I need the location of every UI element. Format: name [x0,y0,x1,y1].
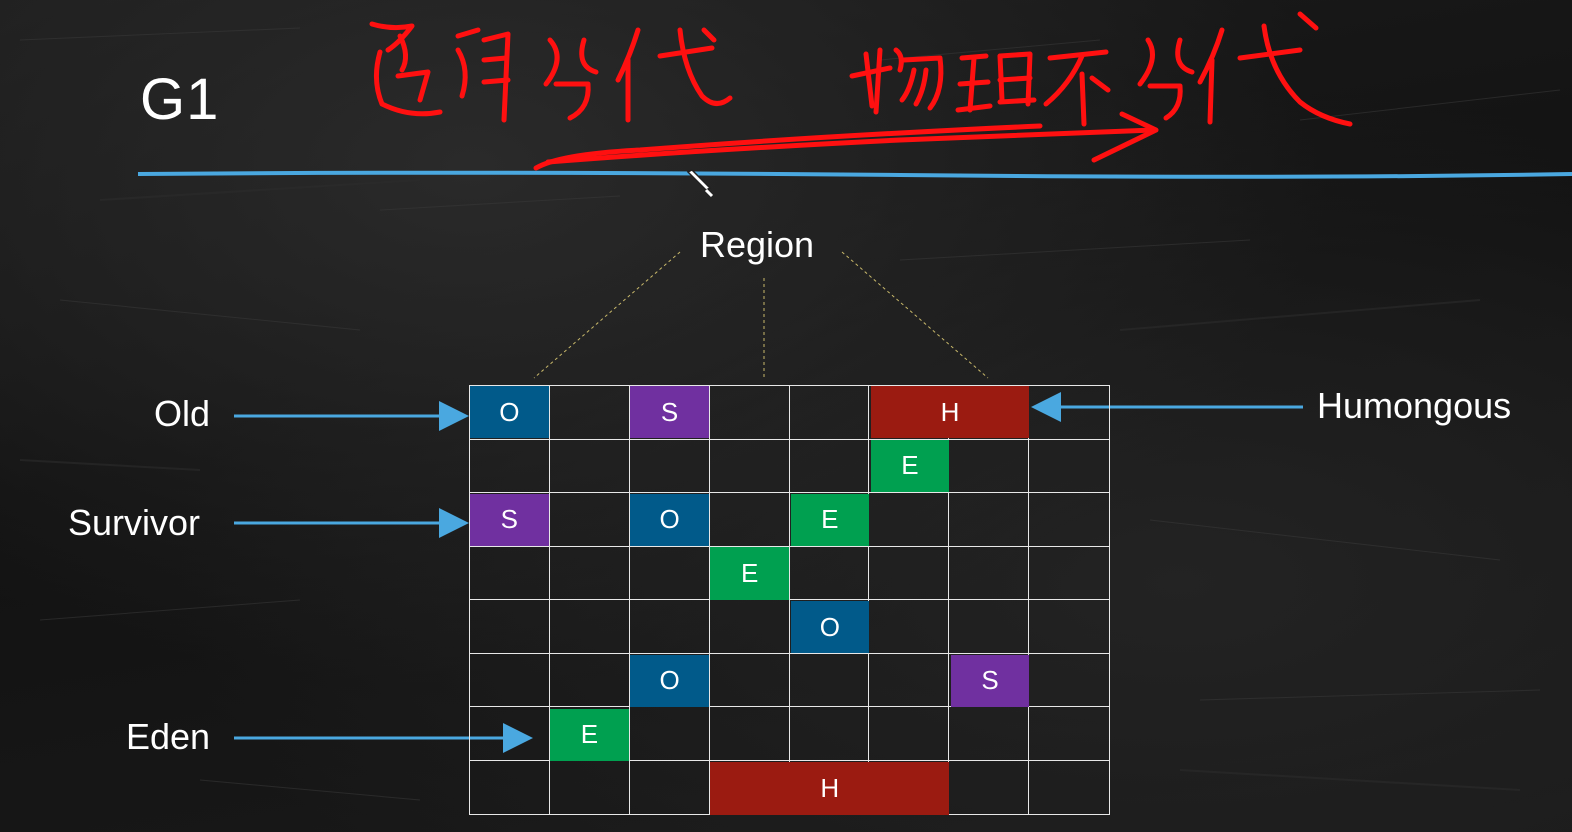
region-connector-right [841,251,989,379]
region-cell [789,439,870,493]
region-cell [550,760,630,814]
handwriting-left-phrase [369,21,733,123]
humongous-label: Humongous [1317,385,1512,426]
old-region-block: O [630,654,709,707]
eden-label: Eden [126,716,211,757]
region-cell [549,546,630,600]
old-region-block: O [630,493,709,546]
region-cell [629,707,710,761]
region-cell [470,439,550,493]
region-cell [470,493,550,547]
region-cell [869,653,950,707]
region-cell [709,386,790,440]
old-region-block: O [470,386,549,439]
region-cell [709,493,790,547]
region-cell [709,600,790,654]
region-cell [1029,707,1109,761]
region-cell [549,600,630,654]
region-cell [1029,493,1109,547]
old-label: Old [154,393,211,434]
region-cell [629,493,710,547]
eden-region-block: E [870,439,950,492]
region-cell [789,546,870,600]
region-cell [949,493,1030,547]
region-cell [1029,654,1109,707]
survivor-region-block: S [470,493,549,546]
old-region-block: O [790,601,870,654]
region-cell [869,493,950,547]
survivor-region-block: S [630,386,709,439]
eden-region-block: E [550,708,629,761]
page-title: G1 [140,67,220,132]
region-cell [789,386,870,440]
region-cell [949,439,1030,493]
region-cell [869,707,950,761]
region-cell [470,653,550,707]
region-cell [709,653,790,707]
region-cell [629,600,710,654]
region-cell [869,600,950,654]
region-cell [1029,761,1109,815]
survivor-region-block: S [950,654,1030,707]
handwriting-arrow [533,111,1159,171]
region-cell [549,439,630,493]
region-cell [549,493,630,547]
eden-region-block: E [710,547,789,600]
region-connector-left [533,251,681,379]
region-cell [1029,600,1109,654]
region-cell [709,546,790,600]
region-cell [470,707,550,761]
region-cell [1029,547,1109,600]
region-cell [470,546,550,600]
region-cell [709,707,790,761]
region-cell [470,386,550,440]
region-cell [629,439,710,493]
region-cell [709,439,790,493]
handwriting-right-phrase [849,11,1353,127]
region-cell [949,600,1030,654]
region-cell [629,546,710,600]
region-cell [1029,440,1109,493]
region-cell [549,653,630,707]
region-cell [789,653,870,707]
pen-cursor-icon [686,169,714,198]
divider-line [137,170,1572,179]
eden-region-block: E [790,493,870,546]
survivor-label: Survivor [68,502,201,543]
region-cell [949,760,1030,814]
region-cell [549,386,630,440]
humongous-region-block: H [870,386,1030,439]
region-cell [949,546,1030,600]
region-cell [789,707,870,761]
region-cell [869,546,950,600]
region-cell [470,760,550,814]
region-label: Region [700,224,815,265]
region-cell [630,760,710,814]
region-cell [949,707,1030,761]
humongous-region-block: H [710,762,950,815]
region-cell [629,386,710,440]
region-cell [470,600,550,654]
region-cell [1029,386,1109,440]
